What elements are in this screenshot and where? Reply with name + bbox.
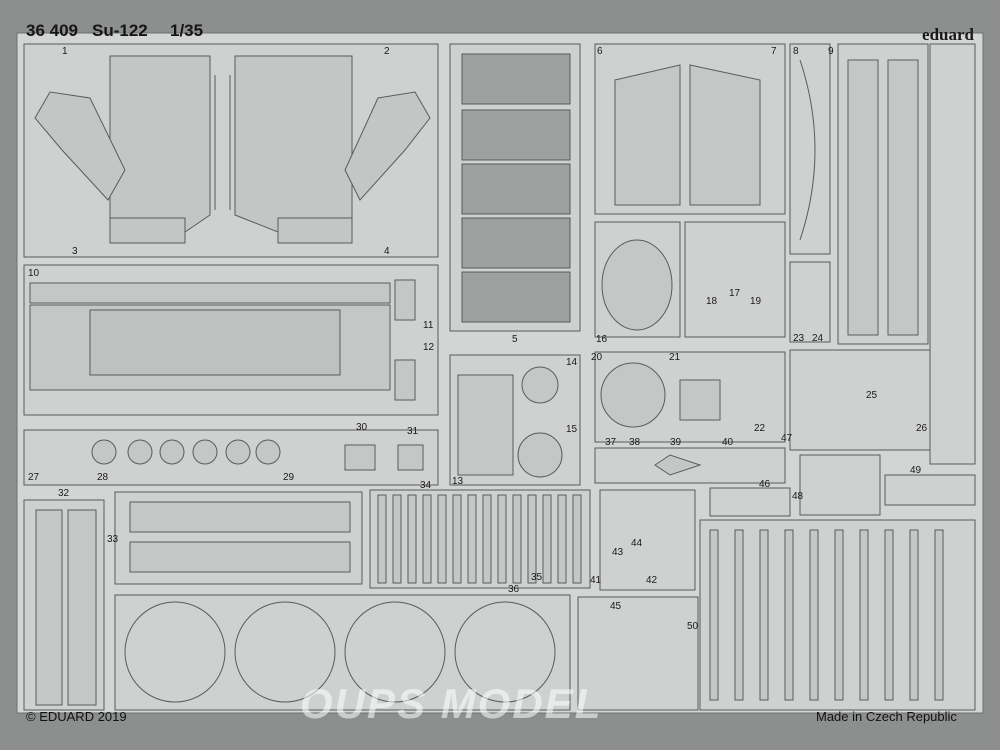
- part-13-15: [449, 354, 581, 486]
- part-33: [114, 491, 363, 585]
- part-number: 18: [706, 296, 718, 307]
- kit-scale: 1/35: [170, 21, 204, 40]
- part-number: 36: [508, 584, 520, 595]
- kit-name: Su-122: [92, 21, 148, 40]
- part-36: [114, 594, 571, 711]
- part-number: 23: [793, 333, 805, 344]
- part-number: 38: [629, 437, 641, 448]
- part-number: 40: [722, 437, 734, 448]
- part-number: 11: [423, 320, 434, 331]
- part-number: 29: [283, 472, 295, 483]
- part-number: 14: [566, 357, 578, 368]
- part-8-9: [789, 43, 929, 345]
- part-number: 35: [531, 572, 543, 583]
- part-number: 32: [58, 488, 70, 499]
- part-5: [449, 43, 581, 332]
- part-number: 45: [610, 601, 622, 612]
- part-number: 44: [631, 538, 643, 549]
- part-10: [23, 264, 439, 416]
- part-26: [929, 43, 976, 465]
- part-number: 2: [384, 46, 390, 57]
- part-number: 25: [866, 390, 878, 401]
- part-number: 33: [107, 534, 119, 545]
- part-number: 48: [792, 491, 804, 502]
- part-number: 24: [812, 333, 824, 344]
- kit-code: 36 409: [26, 21, 78, 40]
- part-number: 41: [590, 575, 602, 586]
- part-41-45: [577, 489, 699, 711]
- part-number: 3: [72, 246, 78, 257]
- part-row-27-31: [23, 429, 439, 486]
- part-46-50: [699, 349, 976, 711]
- part-group-1-4: [23, 43, 439, 258]
- part-number: 43: [612, 547, 624, 558]
- part-number: 34: [420, 480, 432, 491]
- part-number: 30: [356, 422, 368, 433]
- part-number: 46: [759, 479, 771, 490]
- part-number: 8: [793, 46, 799, 57]
- part-number: 50: [687, 621, 699, 632]
- part-number: 13: [452, 476, 464, 487]
- part-23-25: [789, 261, 831, 343]
- part-6-7: [594, 43, 786, 215]
- part-number: 16: [596, 334, 608, 345]
- part-number: 15: [566, 424, 578, 435]
- watermark: OUPS MODEL: [300, 680, 603, 727]
- part-number: 26: [916, 423, 928, 434]
- part-number: 19: [750, 296, 762, 307]
- part-number: 42: [646, 575, 658, 586]
- part-number: 31: [407, 426, 419, 437]
- part-number: 47: [781, 433, 793, 444]
- part-17-19: [684, 221, 786, 338]
- part-number: 20: [591, 352, 603, 363]
- part-number: 22: [754, 423, 766, 434]
- part-number: 37: [605, 437, 617, 448]
- part-number: 49: [910, 465, 922, 476]
- made-in-label: Made in Czech Republic: [816, 709, 957, 724]
- part-number: 21: [669, 352, 681, 363]
- part-number: 17: [729, 288, 741, 299]
- part-number: 12: [423, 342, 435, 353]
- part-20-22: [594, 351, 786, 443]
- part-number: 6: [597, 46, 603, 57]
- part-number: 9: [828, 46, 834, 57]
- copyright-notice: © EDUARD 2019: [26, 709, 127, 724]
- part-number: 39: [670, 437, 682, 448]
- part-number: 5: [512, 334, 518, 345]
- part-number: 4: [384, 246, 390, 257]
- brand-logo: eduard: [922, 25, 974, 44]
- part-number: 28: [97, 472, 109, 483]
- part-16: [594, 221, 681, 338]
- part-37-40: [594, 447, 786, 484]
- part-number: 1: [62, 46, 68, 57]
- part-number: 27: [28, 472, 40, 483]
- part-34-35: [369, 489, 591, 589]
- part-32: [23, 499, 105, 711]
- part-number: 7: [771, 46, 777, 57]
- part-number: 10: [28, 268, 40, 279]
